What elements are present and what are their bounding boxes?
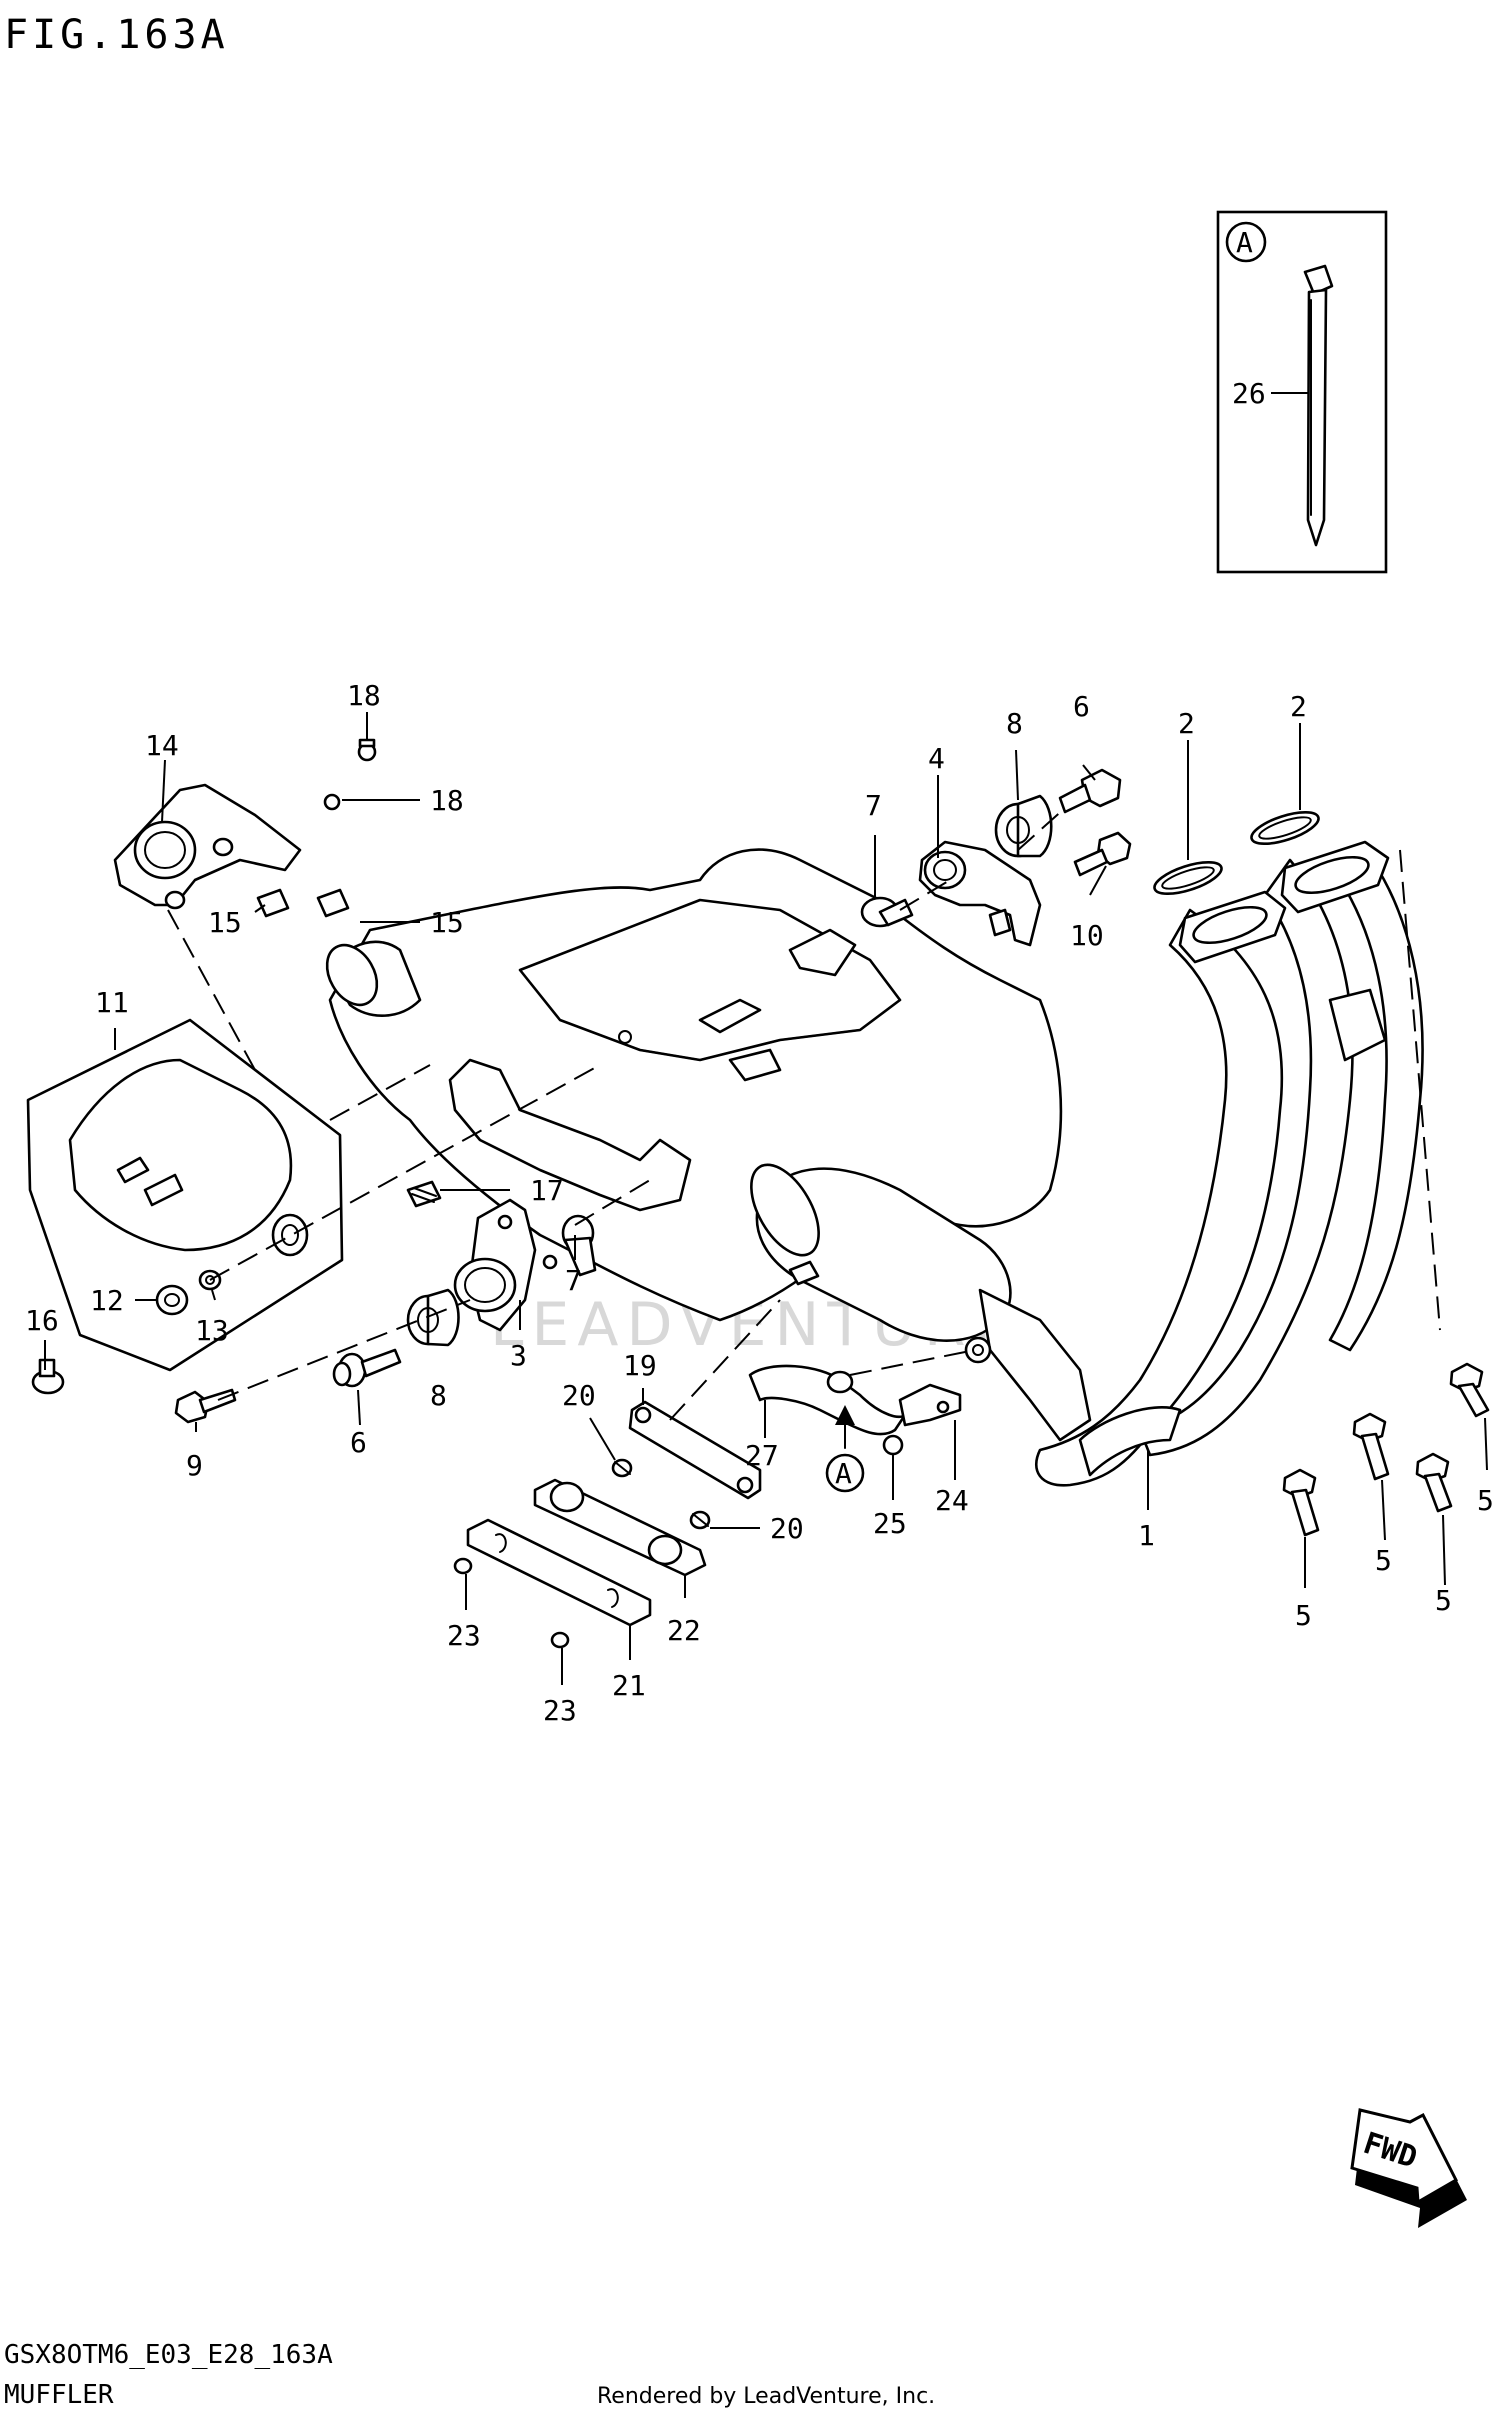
callout-18b: 18 <box>430 784 464 817</box>
bracket-19 <box>628 1400 762 1500</box>
gasket-2-left <box>1153 860 1223 896</box>
callout-20b: 20 <box>770 1512 804 1545</box>
callout-14: 14 <box>145 729 179 762</box>
footer-credit: Rendered by LeadVenture, Inc. <box>597 2384 935 2409</box>
callout-24: 24 <box>935 1484 969 1517</box>
wire-clamp-27 <box>748 1364 907 1436</box>
callout-8b: 8 <box>1006 707 1023 740</box>
grommet-8-upper <box>994 794 1053 858</box>
bolt-10-icon <box>1073 831 1132 877</box>
screw-20-upper <box>611 1458 633 1478</box>
inset-box-a: A <box>1216 210 1388 574</box>
bolt-6-lower <box>332 1348 402 1388</box>
screw-23-b <box>550 1631 570 1649</box>
callout-13: 13 <box>195 1314 229 1347</box>
bolt-18-icon <box>323 738 377 811</box>
muffler-mount-bracket <box>453 1198 558 1332</box>
callout-5b: 5 <box>1375 1544 1392 1577</box>
callout-17: 17 <box>530 1174 564 1207</box>
callout-10: 10 <box>1070 919 1104 952</box>
assembly-dashed-lines <box>167 807 1441 1421</box>
callout-27: 27 <box>745 1439 779 1472</box>
callout-7b: 7 <box>865 789 882 822</box>
callout-9: 9 <box>186 1449 203 1482</box>
callout-5c: 5 <box>1435 1584 1452 1617</box>
callout-a-marker: A <box>835 1457 852 1490</box>
callout-5d: 5 <box>1477 1484 1494 1517</box>
bolt-5-a <box>1282 1468 1320 1537</box>
screw-23-a <box>453 1557 473 1575</box>
callout-5a: 5 <box>1295 1599 1312 1632</box>
bolt-9-icon <box>174 1388 237 1424</box>
leader-lines <box>44 392 1488 1685</box>
callout-labels: 1 2 2 3 4 5 5 5 5 6 6 7 7 8 8 9 10 11 12… <box>25 377 1494 1727</box>
rubber-grommet-17 <box>406 1180 442 1208</box>
callout-6b: 6 <box>1073 690 1090 723</box>
callout-15a: 15 <box>208 906 242 939</box>
callout-16: 16 <box>25 1304 59 1337</box>
callout-8a: 8 <box>430 1379 447 1412</box>
muffler-end-cap <box>113 783 302 910</box>
bolt-16-icon <box>31 1358 65 1395</box>
collar-7-upper <box>860 896 914 928</box>
footer-code: GSX8OTM6_E03_E28_163A <box>4 2340 333 2370</box>
callout-23a: 23 <box>447 1619 481 1652</box>
clamp-24 <box>898 1383 962 1427</box>
grommet-12-icon <box>155 1284 189 1316</box>
figure-title: FIG.163A <box>4 12 229 58</box>
callout-21: 21 <box>612 1669 646 1702</box>
bolt-5-b <box>1352 1412 1390 1481</box>
exhaust-header-pipes <box>1034 840 1424 1487</box>
callout-20a: 20 <box>562 1379 596 1412</box>
callout-23b: 23 <box>543 1694 577 1727</box>
bolt-5-d <box>1449 1362 1490 1418</box>
screw-20-lower <box>689 1510 711 1530</box>
plate-21 <box>466 1518 652 1627</box>
callout-4: 4 <box>928 742 945 775</box>
heat-shield-cover <box>26 1018 344 1372</box>
callout-7a: 7 <box>565 1264 582 1297</box>
inset-letter: A <box>1236 226 1253 259</box>
callout-15b: 15 <box>430 906 464 939</box>
forward-direction-arrow: FWD <box>1350 2108 1467 2228</box>
muffler-hanger-bracket <box>918 840 1042 947</box>
arrow-a-marker <box>825 1405 865 1493</box>
callout-2a: 2 <box>1178 707 1195 740</box>
cable-tie-icon <box>1303 264 1334 547</box>
footer-name: MUFFLER <box>4 2380 114 2410</box>
callout-19: 19 <box>623 1349 657 1382</box>
callout-26: 26 <box>1232 377 1266 410</box>
callout-18a: 18 <box>347 679 381 712</box>
callout-12: 12 <box>90 1284 124 1317</box>
gasket-plate-22 <box>533 1478 707 1577</box>
callout-6a: 6 <box>350 1426 367 1459</box>
collar-7-lower <box>561 1214 597 1277</box>
screw-25 <box>882 1434 904 1456</box>
callout-3: 3 <box>510 1339 527 1372</box>
grommet-8-lower <box>406 1288 460 1347</box>
callout-22: 22 <box>667 1614 701 1647</box>
gasket-2-right <box>1250 810 1320 846</box>
callout-11: 11 <box>95 986 129 1019</box>
rubber-cushion-pair <box>256 888 350 918</box>
callout-1: 1 <box>1138 1519 1155 1552</box>
callout-2b: 2 <box>1290 690 1307 723</box>
bolt-6-upper <box>1058 768 1122 814</box>
callout-25: 25 <box>873 1507 907 1540</box>
bolt-5-c <box>1415 1452 1453 1513</box>
